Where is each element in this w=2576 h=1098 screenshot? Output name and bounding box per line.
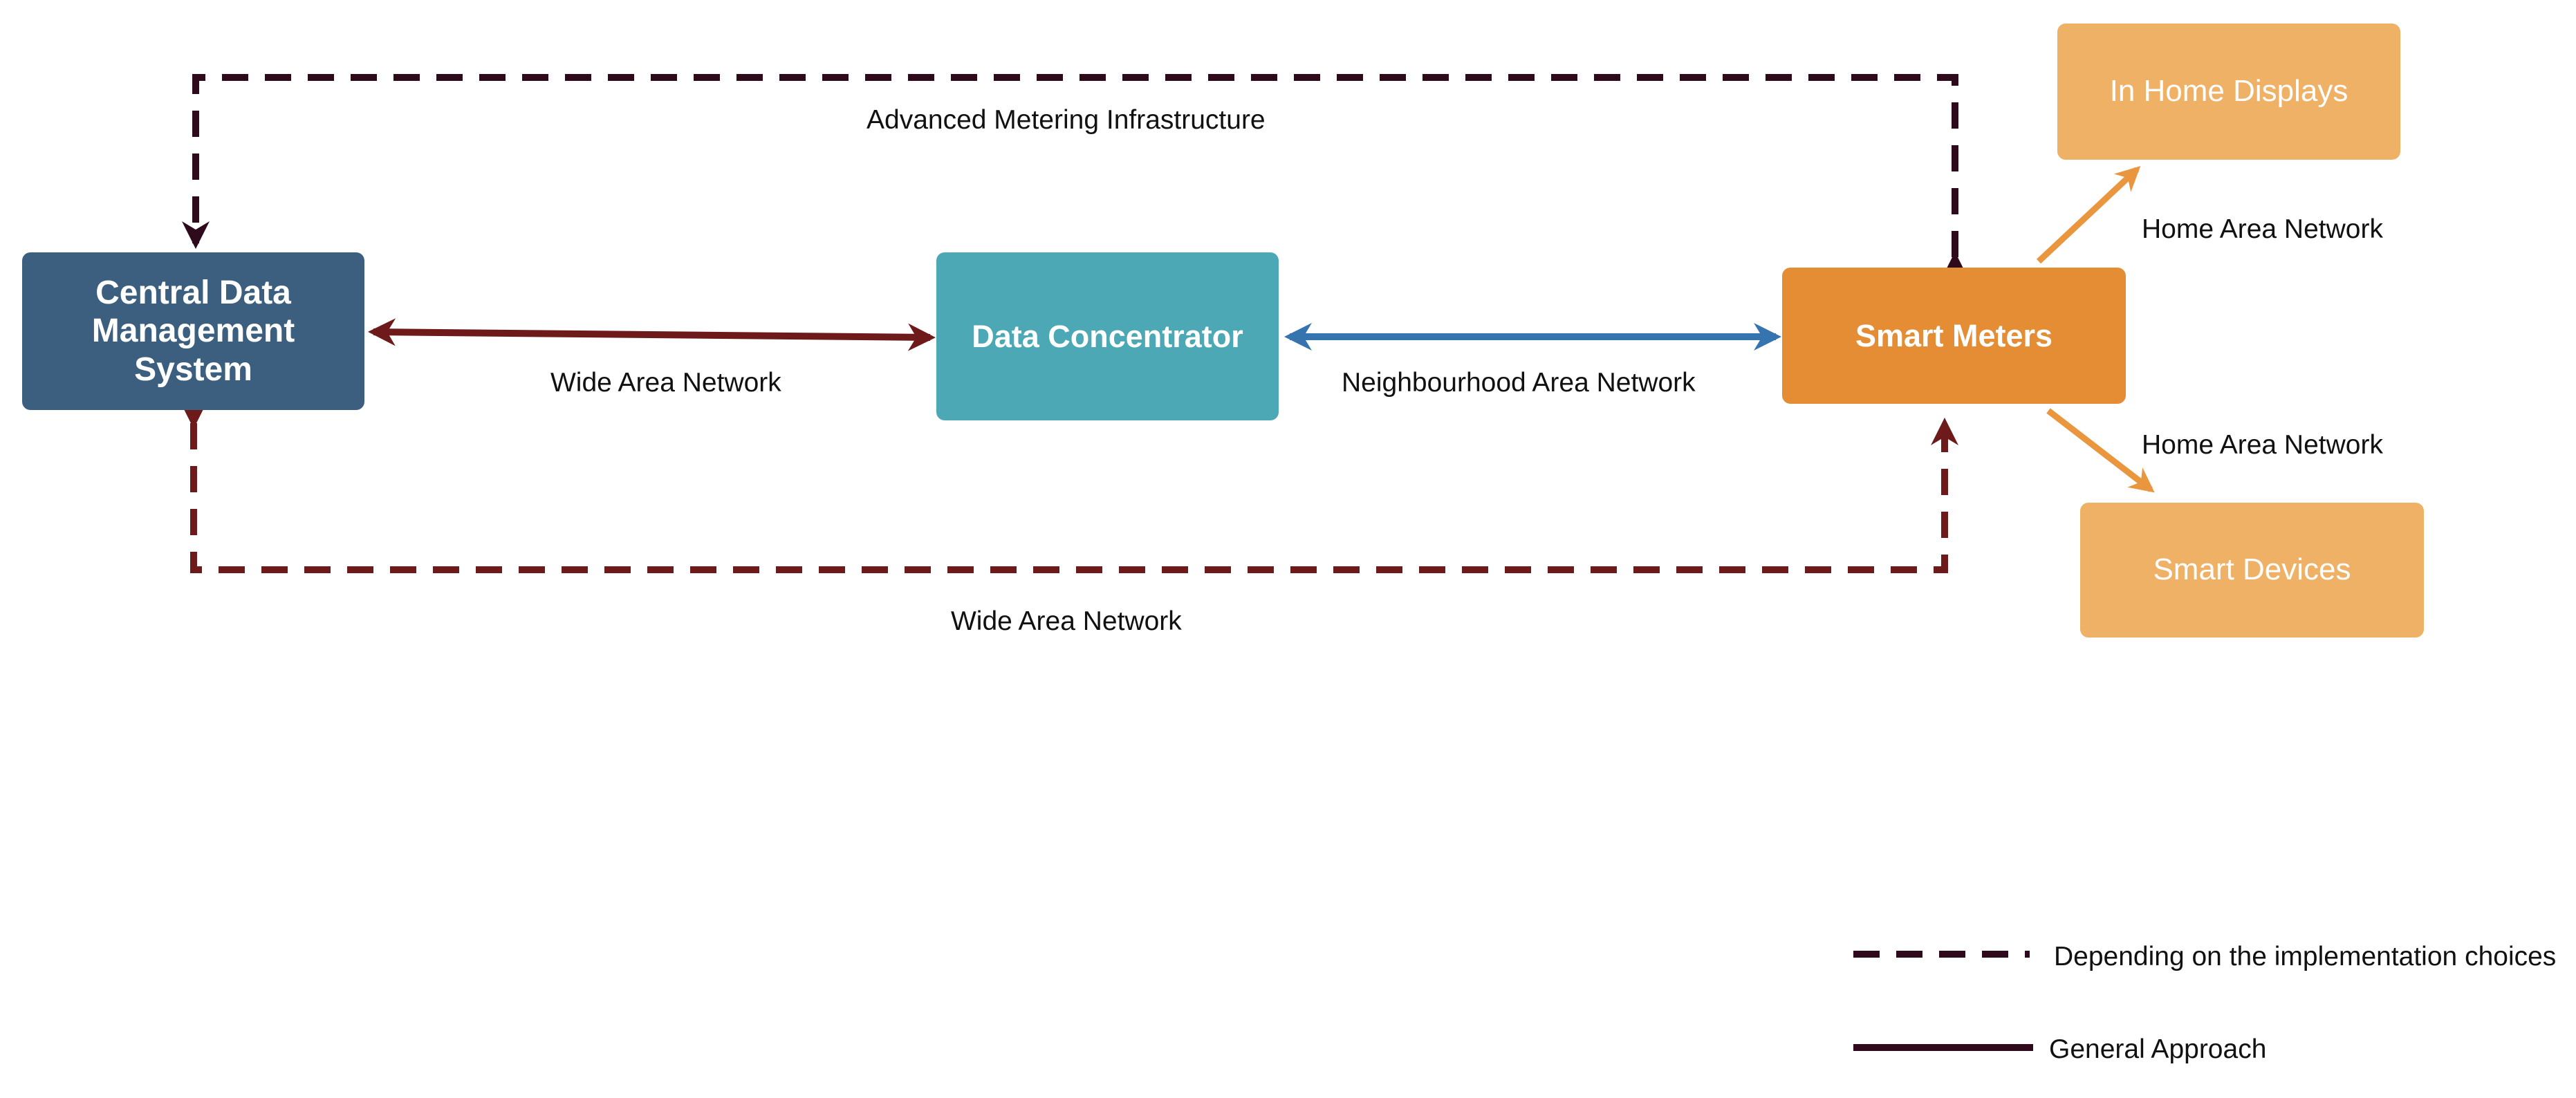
han-devices-edge-label: Home Area Network (2142, 430, 2383, 460)
legend-solid-label: General Approach (2049, 1034, 2267, 1064)
data-concentrator-node: Data Concentrator (936, 252, 1279, 420)
wan-indirect-edge-label: Wide Area Network (951, 606, 1182, 636)
wan-direct-edge-label: Wide Area Network (550, 368, 781, 398)
han-devices-connector (2046, 408, 2155, 493)
smart-devices-node: Smart Devices (2080, 503, 2424, 638)
central-data-management-system-node: Central Data Management System (22, 252, 364, 410)
ami-edge-label: Advanced Metering Infrastructure (867, 105, 1266, 135)
han-displays-edge-label: Home Area Network (2142, 214, 2383, 244)
ami-dashed-connector (182, 74, 1969, 279)
wan-direct-connector (368, 318, 936, 351)
legend-dashed-label: Depending on the implementation choices (2054, 942, 2557, 971)
in-home-displays-node: In Home Displays (2057, 24, 2400, 160)
smart-meters-node: Smart Meters (1782, 268, 2126, 404)
wan-indirect-dashed-connector (180, 401, 1958, 573)
nan-edge-label: Neighbourhood Area Network (1342, 368, 1696, 398)
han-displays-connector (2036, 166, 2141, 264)
